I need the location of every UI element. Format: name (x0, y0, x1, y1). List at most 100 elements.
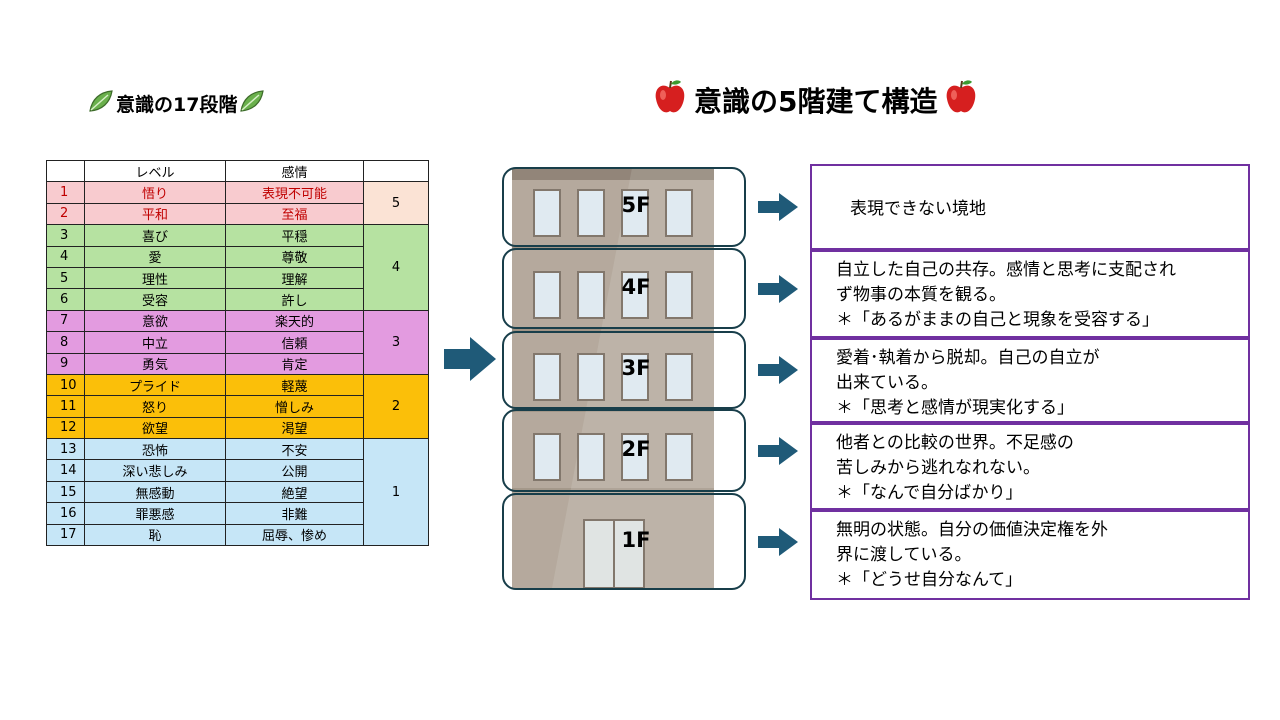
arrow-right-icon (758, 527, 798, 556)
emotion: 屈辱、惨め (225, 523, 364, 547)
level-number: 7 (46, 309, 85, 333)
description-line: 表現できない境地 (850, 199, 986, 219)
table-title-text: 意識の17段階 (116, 93, 238, 116)
building-window (665, 353, 693, 401)
leaf-icon (239, 89, 265, 118)
description-line: 界に渡している。 (836, 545, 972, 565)
floor-label: 1F (621, 527, 651, 552)
description-line: ＊「なんで自分ばかり」 (836, 483, 1023, 503)
level-name: 受容 (84, 288, 226, 311)
level-name: 深い悲しみ (84, 459, 226, 482)
emotion: 非難 (225, 502, 364, 525)
level-number: 9 (46, 352, 85, 375)
level-name: 欲望 (84, 416, 226, 440)
description-line: 無明の状態。自分の価値決定権を外 (836, 520, 1108, 540)
description-line: ず物事の本質を観る。 (836, 285, 1006, 305)
arrow-right-icon (758, 436, 798, 465)
leaf-icon (88, 89, 114, 118)
level-number: 4 (46, 245, 85, 268)
level-number: 8 (46, 331, 85, 354)
level-number: 15 (46, 480, 85, 504)
header-level: レベル (84, 159, 226, 183)
level-number: 5 (46, 266, 85, 290)
description-line: 苦しみから逃れなれない。 (836, 458, 1040, 478)
level-number: 12 (46, 416, 85, 440)
emotion: 理解 (225, 266, 364, 290)
building-window (533, 353, 561, 401)
building-window (621, 353, 649, 401)
floor-description: 他者との比較の世界。不足感の苦しみから逃れなれない。 ＊「なんで自分ばかり」 (810, 423, 1250, 510)
level-number: 11 (46, 395, 85, 418)
building-window (665, 271, 693, 319)
floor-group-cell: 4 (363, 224, 429, 311)
emotion: 楽天的 (225, 309, 364, 333)
level-name: 恥 (84, 523, 226, 547)
building-window (577, 189, 605, 237)
floor-outline (502, 331, 746, 409)
table-title: 意識の17段階 (88, 88, 265, 118)
floor-description: 無明の状態。自分の価値決定権を外界に渡している。 ＊「どうせ自分なんて」 (810, 510, 1250, 600)
level-number: 17 (46, 523, 85, 547)
arrow-right-icon (758, 274, 798, 303)
level-name: 悟り (84, 181, 226, 204)
floor-label: 2F (621, 436, 651, 461)
floor-label: 5F (621, 193, 651, 217)
table-header-row: レベル 感情 (46, 159, 429, 183)
level-name: 喜び (84, 224, 226, 247)
building-illustration (512, 168, 714, 588)
description-line: 他者との比較の世界。不足感の (836, 433, 1074, 453)
level-name: 愛 (84, 245, 226, 268)
floor-description: 表現できない境地 (810, 164, 1250, 250)
description-line: ＊「どうせ自分なんて」 (836, 570, 1023, 590)
building-window (621, 433, 649, 481)
arrow-right-icon (758, 193, 798, 221)
floor-label: 4F (621, 274, 651, 299)
description-line: ＊「あるがままの自己と現象を受容する」 (836, 310, 1159, 330)
level-number: 3 (46, 224, 85, 247)
building-window (665, 433, 693, 481)
floor-outline (502, 493, 746, 590)
floor-description: 自立した自己の共存。感情と思考に支配されず物事の本質を観る。＊「あるがままの自己… (810, 250, 1250, 338)
building-window (621, 271, 649, 319)
emotion: 尊敬 (225, 245, 364, 268)
building-window (577, 353, 605, 401)
emotion: 軽蔑 (225, 373, 364, 397)
building-window (621, 189, 649, 237)
structure-title-text: 意識の5階建て構造 (694, 85, 938, 118)
floor-description: 愛着･執着から脱却。自己の自立が出来ている。＊「思考と感情が現実化する」 (810, 338, 1250, 423)
building-window (533, 189, 561, 237)
header-emotion: 感情 (225, 159, 364, 183)
floor-outline (502, 167, 746, 247)
floor-group-cell: 2 (363, 373, 429, 440)
level-name: 平和 (84, 202, 226, 226)
emotion: 表現不可能 (225, 181, 364, 204)
level-name: 恐怖 (84, 438, 226, 461)
emotion: 肯定 (225, 352, 364, 375)
arrow-right-icon (444, 337, 496, 381)
emotion: 許し (225, 288, 364, 311)
header-group (363, 159, 429, 183)
level-name: プライド (84, 373, 226, 397)
floor-group-cell: 1 (363, 438, 429, 547)
level-name: 勇気 (84, 352, 226, 375)
emotion: 公開 (225, 459, 364, 482)
description-line: 出来ている。 (836, 373, 938, 393)
level-number: 10 (46, 373, 85, 397)
level-number: 2 (46, 202, 85, 226)
floor-group-cell: 3 (363, 309, 429, 375)
emotion: 絶望 (225, 480, 364, 504)
emotion: 至福 (225, 202, 364, 226)
building-window (665, 189, 693, 237)
building-window (577, 433, 605, 481)
